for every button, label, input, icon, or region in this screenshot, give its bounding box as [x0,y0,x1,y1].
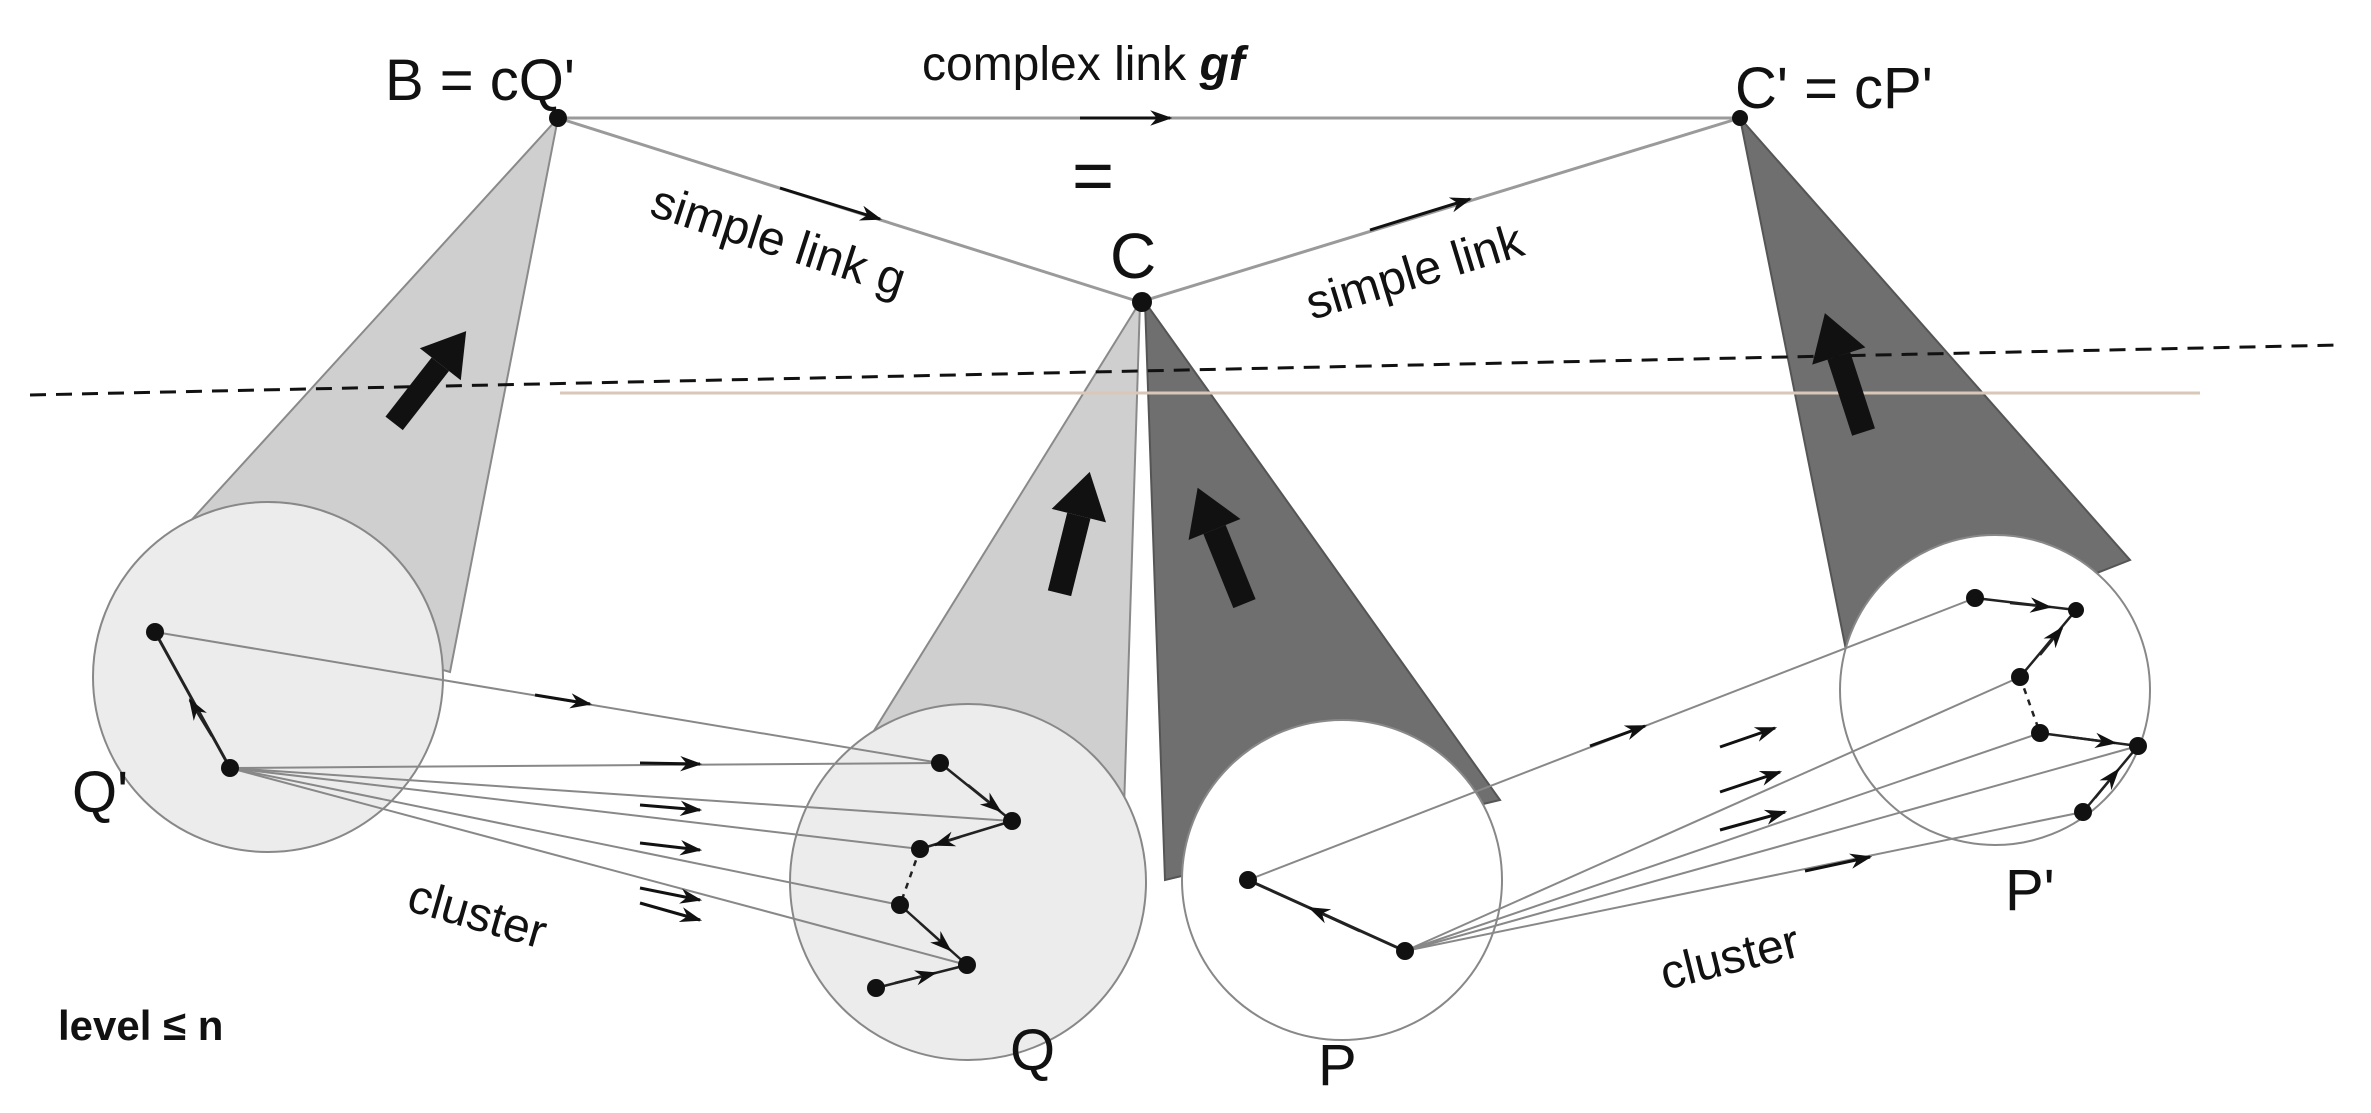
label-C: C [1110,220,1156,292]
label-Q-prime: Q' [72,760,128,825]
label-cluster-right: cluster [1655,915,1805,1001]
label-B-eq-cQ-prime: B = cQ' [385,48,575,113]
simple-link-g-arrow [779,186,883,221]
level-separator-line [29,343,2341,397]
cluster-arrows-right [1589,724,1873,873]
cluster-links-left [154,631,1013,966]
label-C-prime-eq-cP-prime: C' = cP' [1735,56,1933,121]
up-arrow-icon [385,331,467,431]
label-complex-link: complex link gf [922,38,1249,91]
up-arrow-icon [1047,471,1107,597]
label-equals: = [1072,136,1114,216]
node-dots [146,109,2147,997]
circle-Q-prime [92,501,444,853]
label-P: P [1318,1033,1357,1098]
internal-chain-P [1247,878,1406,953]
label-level: level ≤ n [58,1002,223,1049]
circle-P [1181,719,1503,1041]
label-cluster-left: cluster [402,870,553,960]
node-B [549,109,567,127]
simple-link-line [1139,116,1741,304]
label-P-prime: P' [2005,858,2055,923]
internal-chain-Q [875,762,1013,990]
circle-Q [789,703,1147,1061]
cluster-links-right [1247,597,2139,952]
internal-chain-P-prime [1974,596,2139,813]
up-arrow-icon [1188,487,1256,609]
label-Q: Q [1010,1018,1055,1083]
node-C-prime [1732,110,1748,126]
label-simple-link: simple link [1300,214,1531,330]
simple-link-arrow [1369,197,1473,232]
circle-P-prime [1839,534,2151,846]
node-C [1132,292,1152,312]
up-arrow-icon [1812,313,1875,436]
cluster-arrows-left [534,693,703,923]
internal-chain-Q-prime [153,631,232,769]
label-simple-link-g: simple link g [645,175,913,307]
